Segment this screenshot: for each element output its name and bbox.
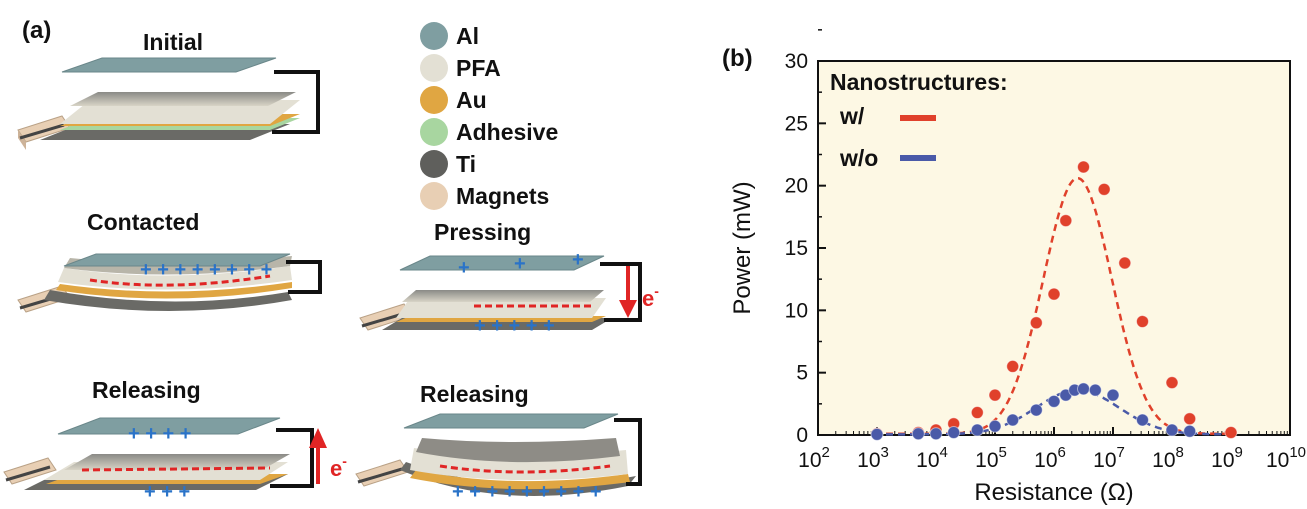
legend-swatch-ti	[420, 150, 448, 178]
data-point-series-1	[1183, 424, 1197, 438]
y-tick-label: 20	[785, 175, 808, 198]
svg-text:+ + + +: + + + +	[128, 423, 191, 445]
panel-b-label: (b)	[722, 45, 753, 72]
y-tick-label: 25	[785, 112, 808, 135]
data-point-series-1	[929, 427, 943, 441]
svg-text:+: +	[458, 257, 470, 279]
data-point-series-0	[1118, 256, 1132, 270]
legend-swatch-pfa	[420, 54, 448, 82]
y-tick-label: 30	[785, 50, 808, 73]
step-label-pressing: Pressing	[434, 219, 531, 245]
legend-swatch-adhesive	[420, 118, 448, 146]
data-point-series-0	[1224, 426, 1238, 440]
data-point-series-0	[1165, 376, 1179, 390]
svg-text:+ + + + + + + + +: + + + + + + + + +	[452, 481, 602, 503]
legend-label-ti: Ti	[456, 151, 476, 177]
y-tick-label: 5	[796, 362, 808, 385]
chart-legend-title: Nanostructures:	[830, 69, 1008, 95]
data-point-series-0	[1047, 287, 1061, 301]
svg-text:+ + +: + + +	[144, 481, 190, 503]
data-point-series-1	[1165, 423, 1179, 437]
legend-swatch-au	[420, 86, 448, 114]
x-tick-label: 105	[975, 444, 1007, 472]
panel-a-label: (a)	[22, 17, 51, 44]
x-tick-label: 108	[1152, 444, 1184, 472]
axis-ticks: 0 5 10 15 20 25 30 102 103 104 105 106 107 108 109 1010	[785, 29, 1306, 472]
electron-label-down: e-	[642, 283, 659, 311]
step-label-initial: Initial	[143, 29, 203, 55]
device-initial	[17, 57, 320, 150]
x-tick-label: 103	[857, 444, 889, 472]
device-contacted: + + + + + + + +	[17, 253, 322, 313]
step-label-contacted: Contacted	[87, 209, 199, 235]
legend-label-adhesive: Adhesive	[456, 119, 558, 145]
data-point-series-1	[911, 427, 925, 441]
x-tick-label: 106	[1034, 444, 1066, 472]
y-axis-title: Power (mW)	[729, 181, 756, 314]
x-tick-label: 107	[1093, 444, 1125, 472]
data-point-series-1	[1029, 403, 1043, 417]
data-points	[870, 160, 1238, 441]
legend-label-wo: w/o	[839, 145, 878, 171]
device-releasing-2: + + + + + + + + +	[355, 413, 642, 503]
x-tick-label: 109	[1211, 444, 1243, 472]
device-releasing-1: + + + + + + + e-	[3, 417, 347, 503]
data-point-series-1	[870, 427, 884, 441]
svg-text:+: +	[572, 249, 584, 271]
legend-label-al: Al	[456, 23, 479, 49]
data-point-series-0	[1136, 315, 1149, 329]
y-tick-label: 10	[785, 299, 808, 322]
data-point-series-0	[1029, 316, 1043, 330]
electron-label-up: e-	[330, 453, 347, 481]
data-point-series-0	[1077, 160, 1090, 174]
data-point-series-0	[1183, 412, 1197, 426]
svg-text:+: +	[514, 253, 526, 275]
legend-label-magnets: Magnets	[456, 183, 549, 209]
data-point-series-1	[1077, 382, 1090, 396]
plus-charges: + + + + + + + +	[140, 259, 272, 281]
data-point-series-1	[1047, 394, 1061, 408]
data-point-series-1	[1088, 383, 1102, 397]
x-tick-label: 102	[798, 444, 830, 472]
data-point-series-0	[1006, 359, 1020, 373]
plot-area	[817, 60, 1291, 436]
data-point-series-0	[988, 388, 1002, 402]
data-point-series-1	[988, 419, 1002, 433]
data-point-series-1	[1006, 413, 1020, 427]
data-point-series-1	[1136, 413, 1149, 427]
data-point-series-1	[970, 423, 984, 437]
legend-label-au: Au	[456, 87, 487, 113]
legend-swatch-al	[420, 22, 448, 50]
device-pressing: + + + + + + + + e-	[359, 249, 659, 337]
step-label-releasing-2: Releasing	[420, 381, 529, 407]
x-axis-title: Resistance (Ω)	[974, 479, 1133, 506]
svg-text:+ + + + +: + + + + +	[474, 315, 555, 337]
step-label-releasing-1: Releasing	[92, 377, 201, 403]
y-tick-label: 15	[785, 237, 808, 260]
y-tick-label: 0	[796, 424, 808, 447]
data-point-series-0	[1059, 214, 1073, 228]
legend-label-w: w/	[839, 103, 865, 129]
x-tick-label: 1010	[1266, 444, 1306, 472]
data-point-series-0	[1097, 182, 1111, 196]
x-tick-label: 104	[916, 444, 948, 472]
legend-swatch-magnets	[420, 182, 448, 210]
data-point-series-1	[947, 426, 961, 440]
data-point-series-0	[970, 406, 984, 420]
data-point-series-1	[1106, 388, 1120, 402]
legend-label-pfa: PFA	[456, 55, 501, 81]
